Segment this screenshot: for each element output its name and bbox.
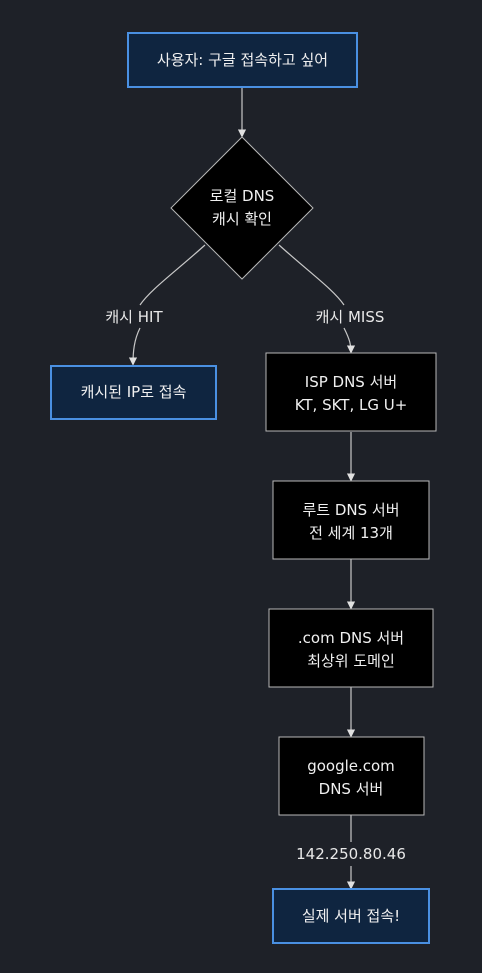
node-start-label: 사용자: 구글 접속하고 싶어 (157, 51, 328, 69)
edge-label-ip: 142.250.80.46 (296, 845, 406, 863)
node-final: 실제 서버 접속! (272, 888, 430, 944)
edge-label-cache-hit: 캐시 HIT (105, 308, 163, 326)
edge-decision-to-hit-label (139, 244, 206, 306)
node-start: 사용자: 구글 접속하고 싶어 (127, 32, 358, 88)
node-final-label: 실제 서버 접속! (302, 907, 400, 925)
edge-label-cache-miss: 캐시 MISS (316, 308, 385, 326)
node-isp-label-2: KT, SKT, LG U+ (295, 396, 408, 414)
node-decision-label-2: 캐시 확인 (212, 210, 272, 228)
node-auth-label-1: google.com (307, 757, 395, 775)
node-isp-dns: ISP DNS 서버 KT, SKT, LG U+ (265, 352, 437, 432)
node-decision: 로컬 DNS 캐시 확인 (170, 136, 314, 280)
node-root-label-1: 루트 DNS 서버 (302, 501, 399, 519)
node-root-dns: 루트 DNS 서버 전 세계 13개 (272, 480, 430, 560)
node-cached: 캐시된 IP로 접속 (50, 365, 217, 420)
node-tld-label-1: .com DNS 서버 (298, 629, 404, 647)
node-auth-label-2: DNS 서버 (319, 780, 384, 798)
edge-miss-label-to-isp (343, 327, 356, 354)
node-tld-dns: .com DNS 서버 최상위 도메인 (268, 608, 434, 688)
node-decision-label-1: 로컬 DNS (210, 187, 275, 205)
edge-decision-to-miss-label (278, 244, 345, 306)
node-auth-dns: google.com DNS 서버 (278, 736, 425, 816)
node-cached-label: 캐시된 IP로 접속 (81, 383, 187, 401)
node-tld-label-2: 최상위 도메인 (307, 652, 395, 670)
node-root-label-2: 전 세계 13개 (309, 524, 393, 542)
node-isp-label-1: ISP DNS 서버 (305, 373, 397, 391)
edge-hit-label-to-cached (128, 327, 141, 366)
